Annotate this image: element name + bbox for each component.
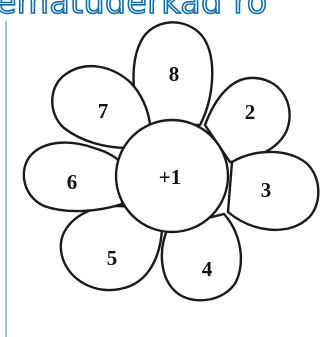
petal-label-4: 4	[202, 257, 213, 281]
flower-center: +1	[116, 120, 228, 232]
petal-label-8: 8	[169, 62, 180, 86]
petal-6: 6	[24, 143, 124, 211]
petal-label-5: 5	[107, 246, 118, 270]
petal-3: 3	[228, 152, 318, 230]
center-label: +1	[159, 165, 181, 189]
petal-label-7: 7	[98, 99, 109, 123]
petal-label-2: 2	[245, 100, 256, 124]
petal-label-6: 6	[67, 170, 78, 194]
petal-label-3: 3	[261, 178, 272, 202]
